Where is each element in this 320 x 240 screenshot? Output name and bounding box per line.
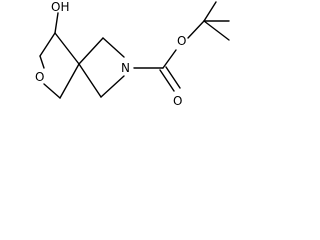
hydroxyl-label: OH [51,0,69,14]
bond-o-tbu-c [187,20,205,39]
bond-n-c3 [100,75,125,98]
thf-ring-bonds [39,12,80,99]
bond-c3-spiro [78,63,102,98]
bond-c8-o [39,55,45,69]
molecule-structure: OH O N O O [35,0,230,108]
bond-spiro-c7 [54,32,80,65]
bond-carbonyl-double-a [159,69,175,92]
molecule-canvas: OH O N O O [0,0,269,121]
bond-o-c6 [43,83,61,99]
bond-c7-oh [54,12,59,34]
carbonyl-oxygen-label: O [173,94,182,108]
bond-tbu-methyl-3 [203,20,230,41]
bond-c1-n [102,37,125,58]
ring-nitrogen-label: N [121,61,130,75]
ring-oxygen-label: O [35,70,44,84]
bond-tbu-methyl-2 [203,1,217,22]
atom-labels: OH O N O O [35,0,186,108]
bond-carbonyl-c-o-single [162,49,177,69]
bond-c6-spiro [59,63,80,99]
azetidine-ring-bonds [78,37,125,98]
ester-oxygen-label: O [177,34,186,48]
bond-carbonyl-double-b [165,66,181,89]
boc-group-bonds [133,1,230,92]
bond-spiro-c1 [78,37,104,65]
bond-c7-c8 [39,32,56,57]
